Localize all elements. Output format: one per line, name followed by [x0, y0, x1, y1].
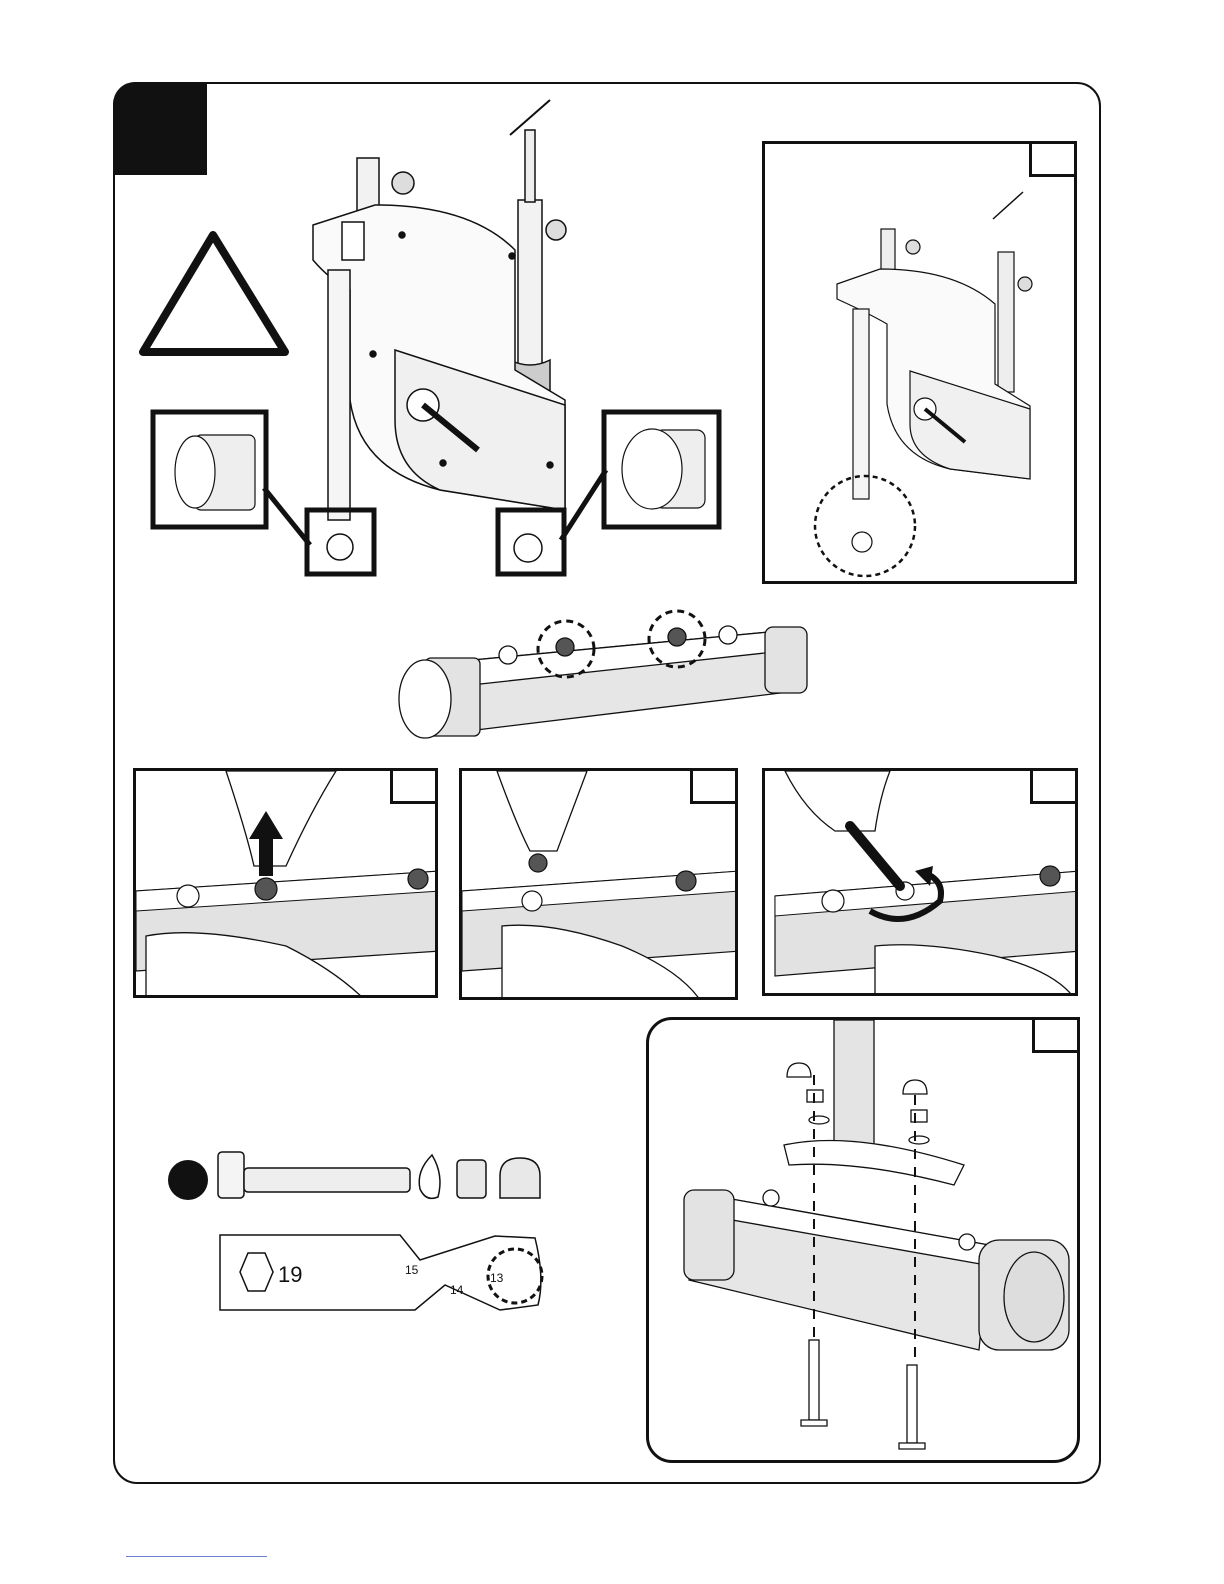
- bullet-icon: [168, 1160, 208, 1200]
- step-d-drawing: [765, 771, 1078, 996]
- bolt-part: [218, 1152, 410, 1198]
- wheel-detail: [622, 429, 705, 509]
- step-e-drawing: [649, 1020, 1080, 1463]
- wrench-size-15: 15: [405, 1263, 419, 1277]
- right-callout-line: [561, 470, 606, 540]
- step-panel-b: [133, 768, 438, 998]
- bike-frame-drawing: [313, 100, 566, 520]
- inset-panel-a: [762, 141, 1077, 584]
- wrench-size-19: 19: [278, 1262, 302, 1287]
- step-panel-c: [459, 768, 738, 1000]
- wrench-tool: 19 15 14 13: [220, 1235, 542, 1310]
- step-panel-e: [646, 1017, 1080, 1463]
- step-c-drawing: [462, 771, 738, 1000]
- wrench-size-14: 14: [450, 1283, 464, 1297]
- nut-part: [457, 1160, 486, 1198]
- end-cap-detail: [175, 435, 255, 510]
- left-callout-line: [264, 488, 310, 545]
- cap-nut-part: [500, 1158, 540, 1198]
- washer-part: [419, 1155, 440, 1198]
- warning-triangle-icon: [143, 235, 285, 352]
- stabilizer-tube: [399, 626, 807, 738]
- footer-link-underline: [126, 1556, 267, 1557]
- wrench-size-13: 13: [490, 1271, 504, 1285]
- step-b-drawing: [136, 771, 438, 998]
- step-panel-d: [762, 768, 1078, 996]
- inset-a-drawing: [765, 144, 1077, 584]
